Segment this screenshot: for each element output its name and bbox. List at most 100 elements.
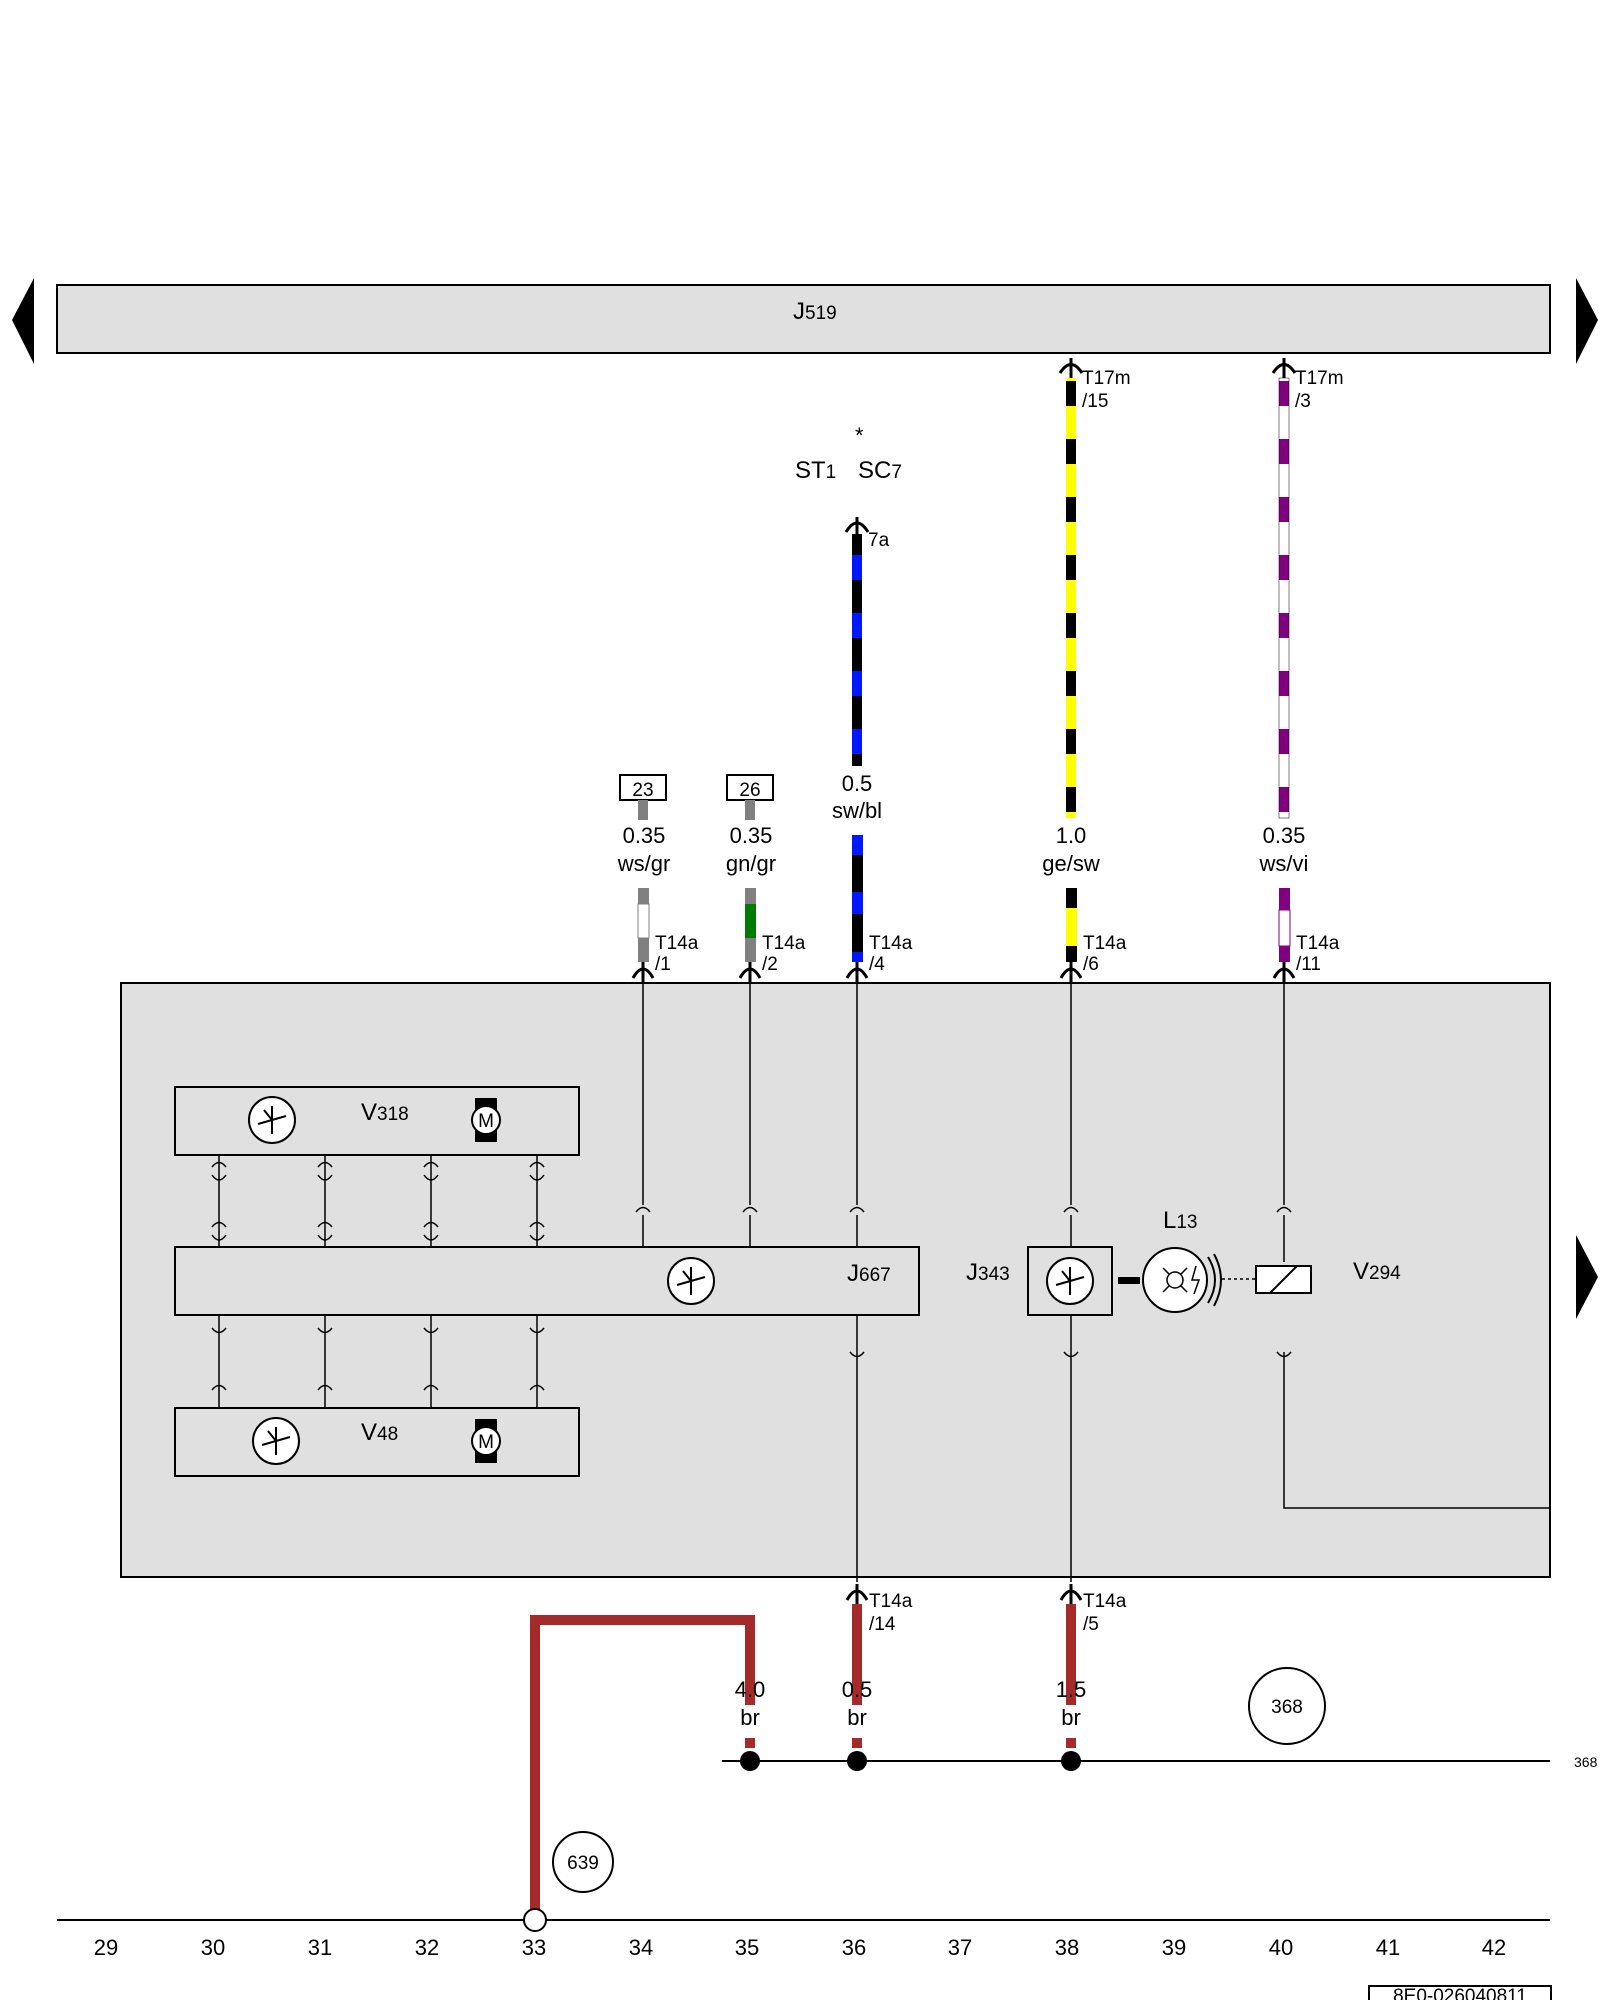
svg-text:/5: /5 [1083,1614,1099,1635]
wire-ge-sw-lower [1066,888,1077,962]
svg-text:4.0: 4.0 [735,1677,766,1702]
wire-label-6: 1.0 ge/sw [1042,823,1100,876]
motor-icon: M [471,1098,501,1142]
svg-text:ws/gr: ws/gr [617,851,671,876]
svg-text:29: 29 [94,1935,118,1960]
svg-text:1.0: 1.0 [1056,823,1087,848]
connector-t14a-4: T14a /4 [845,933,913,982]
svg-text:/4: /4 [869,954,885,975]
sc-label: SC7 [858,457,902,484]
svg-text:35: 35 [735,1935,759,1960]
svg-text:33: 33 [522,1935,546,1960]
svg-text:639: 639 [567,1853,599,1874]
ground-point-368: 368 [1248,1667,1326,1745]
svg-text:T14a: T14a [869,1591,913,1612]
svg-text:ws/vi: ws/vi [1259,851,1309,876]
svg-text:M: M [478,1432,494,1453]
svg-text:/6: /6 [1083,954,1099,975]
svg-text:34: 34 [629,1935,653,1960]
ground-wiring [530,1604,1076,1920]
svg-text:0.35: 0.35 [730,823,773,848]
svg-text:br: br [1061,1705,1081,1730]
svg-text:br: br [847,1705,867,1730]
svg-text:0.35: 0.35 [623,823,666,848]
wire-ws-vi-lower [1278,888,1291,962]
connector-t14a-14: T14a /14 [845,1584,913,1635]
svg-text:T14a: T14a [762,933,806,954]
svg-text:J343: J343 [966,1259,1010,1286]
lamp-icon [1142,1247,1208,1313]
svg-text:0.5: 0.5 [842,771,873,796]
svg-text:40: 40 [1269,1935,1293,1960]
fuse-23: 23 [619,774,667,820]
junction-dot [847,1751,867,1771]
wire-ge-sw-upper [1066,378,1076,818]
left-continuation-arrow [12,278,34,364]
ground-wire-label-1: 4.0 br [735,1677,766,1730]
right-continuation-arrow-top [1576,278,1598,364]
connector-7a: 7a [844,517,890,551]
ground-wire-label-2: 0.5 br [842,1677,873,1730]
wire-label-11: 0.35 ws/vi [1259,823,1309,876]
svg-text:ge/sw: ge/sw [1042,851,1100,876]
j667-control-unit: J667 [174,1246,920,1316]
svg-text:32: 32 [415,1935,439,1960]
svg-text:gn/gr: gn/gr [726,851,776,876]
svg-text:T17m: T17m [1082,368,1131,389]
svg-text:T17m: T17m [1295,368,1344,389]
junction-dot [1061,1751,1081,1771]
svg-text:36: 36 [842,1935,866,1960]
internal-wiring [218,982,1550,1582]
v48-flap-motor: V48 M [174,1407,580,1477]
svg-text:30: 30 [201,1935,225,1960]
connector-t17m-3: T17m /3 [1271,358,1344,412]
ground-wire-label-3: 1.5 br [1056,1677,1087,1730]
wire-ws-vi-upper [1278,377,1290,819]
asterisk-note: * [855,423,864,448]
svg-text:41: 41 [1376,1935,1400,1960]
svg-text:M: M [478,1111,494,1132]
wire-sw-bl-upper [852,534,862,766]
l13-discharge-lamp: L13 [1142,1207,1256,1313]
st-label: ST1 [795,457,836,484]
right-continuation-arrow-mid [1576,1235,1598,1319]
svg-text:0.5: 0.5 [842,1677,873,1702]
terminal-circle [523,1908,547,1932]
wire-label-2: 0.35 gn/gr [726,823,776,876]
svg-text:T14a: T14a [1083,933,1127,954]
svg-text:/3: /3 [1295,391,1311,412]
svg-text:37: 37 [948,1935,972,1960]
connector-t17m-15: T17m /15 [1058,358,1131,412]
plug-contacts [211,1161,1292,1391]
ground-point-639: 639 [552,1831,614,1893]
svg-text:/15: /15 [1082,391,1108,412]
svg-text:V294: V294 [1353,1258,1401,1285]
wire-label-4: 0.5 sw/bl [832,771,882,823]
connector-t14a-1: T14a /1 [631,933,699,982]
svg-text:38: 38 [1055,1935,1079,1960]
junction-dot [740,1751,760,1771]
connector-t14a-6: T14a /6 [1059,933,1127,982]
wire-label-1: 0.35 ws/gr [617,823,671,876]
v318-flap-motor: V318 M [174,1086,580,1156]
fuse-26: 26 [726,774,774,820]
connector-t14a-5: T14a /5 [1059,1584,1127,1635]
svg-text:V318: V318 [361,1099,409,1126]
connector-t14a-2: T14a /2 [738,933,806,982]
ground-ref-label: 368 [1574,1754,1598,1770]
v294-solenoid: V294 [1255,1258,1401,1294]
svg-text:T14a: T14a [1296,933,1340,954]
connector-t14a-11: T14a /11 [1272,933,1340,982]
motor-icon: M [471,1419,501,1463]
svg-text:J667: J667 [847,1260,891,1287]
svg-text:39: 39 [1162,1935,1186,1960]
svg-text:/1: /1 [655,954,671,975]
j519-label: J519 [793,298,837,325]
svg-text:0.35: 0.35 [1263,823,1306,848]
svg-text:L13: L13 [1163,1207,1198,1234]
svg-text:23: 23 [632,780,653,801]
svg-text:/2: /2 [762,954,778,975]
svg-text:/14: /14 [869,1614,896,1635]
svg-text:sw/bl: sw/bl [832,798,882,823]
svg-text:T14a: T14a [1083,1591,1127,1612]
